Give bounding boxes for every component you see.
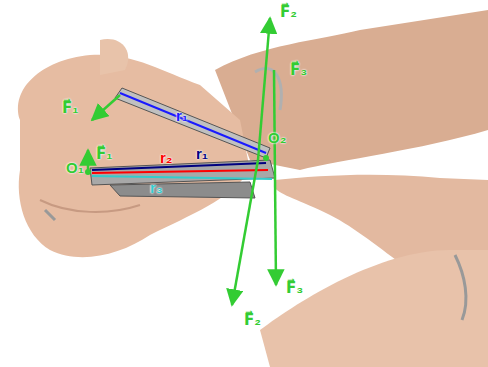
clipper-lever bbox=[115, 88, 270, 158]
vector-label: F⃗₂ bbox=[244, 312, 261, 329]
vector-label: r₁ bbox=[196, 146, 208, 163]
left-hand bbox=[18, 55, 250, 258]
right-hand bbox=[260, 250, 488, 367]
vector-label: r₂ bbox=[160, 150, 173, 167]
vector-label: r₁ bbox=[176, 108, 188, 125]
vector-label: r₃ bbox=[150, 180, 163, 197]
vector-label: F⃗₃ bbox=[286, 280, 303, 297]
vector-label: F⃗₁ bbox=[62, 100, 78, 117]
vector-label: O₁ bbox=[66, 160, 84, 177]
vector-label: O₂ bbox=[268, 130, 286, 147]
vector-label: F⃗₃ bbox=[290, 62, 307, 79]
clipper-body bbox=[90, 160, 275, 185]
vector-label: F⃗₁ bbox=[96, 146, 112, 163]
vector-label: F⃗₂ bbox=[280, 4, 297, 21]
